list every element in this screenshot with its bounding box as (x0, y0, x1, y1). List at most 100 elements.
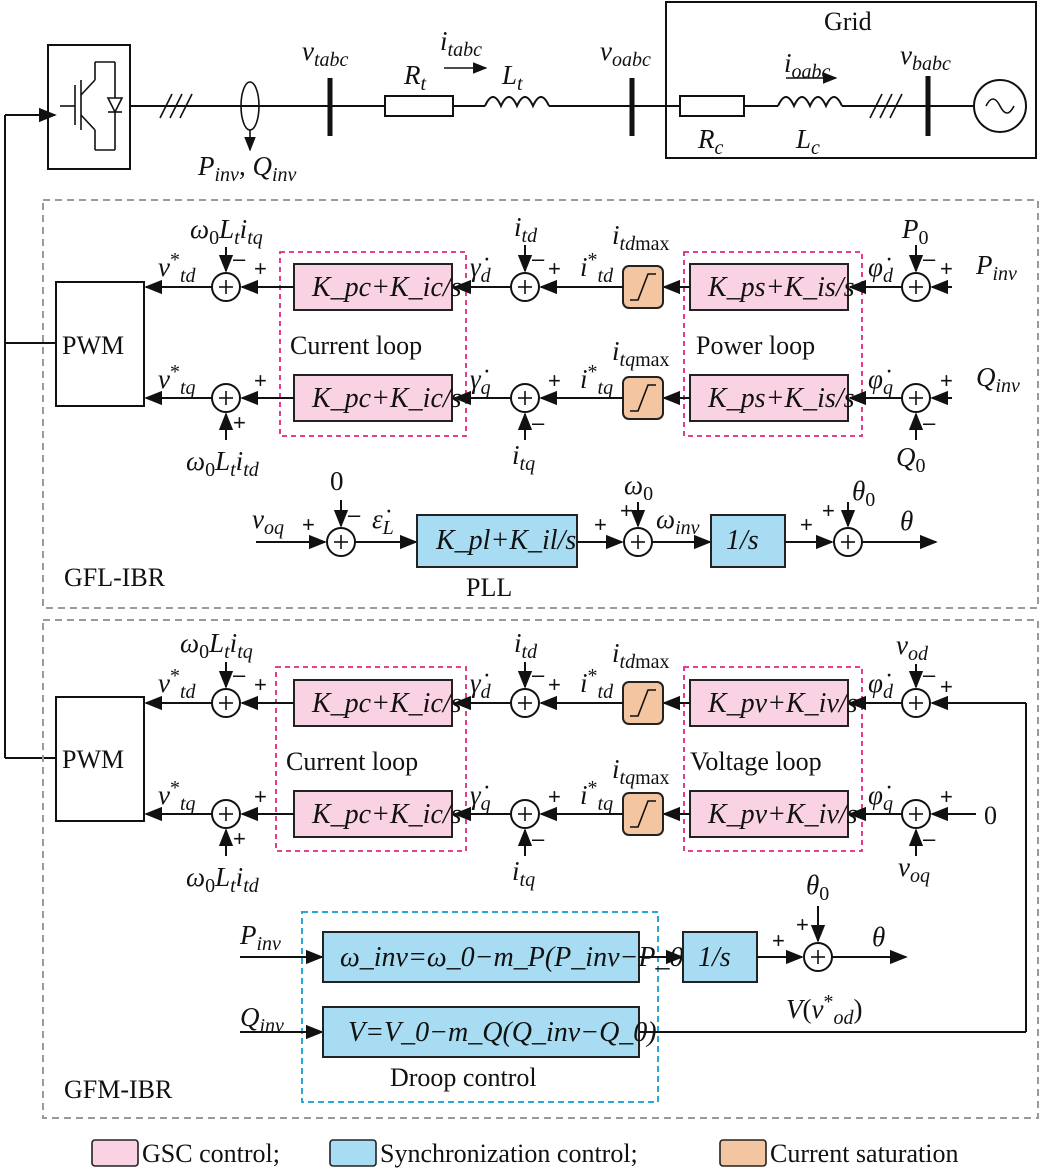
power-circuit: Pinv, Qinv vtabc Rt Lt itabc voabc Grid … (47, 1, 1037, 186)
pi-power-q-text: K_ps+K_is/s (707, 383, 855, 414)
itqmax-label: itqmax (612, 336, 670, 371)
svg-text:+: + (594, 512, 607, 537)
droop-frame (301, 911, 659, 1103)
svg-text:+: + (940, 256, 953, 281)
droop-voltage-block (322, 1006, 640, 1058)
gfl-d-channel: P0 –+ Pinv φ̇d K_ps+K_is/s itdmax i*td +… (144, 212, 1017, 311)
itd-star-label-gfm: i*td (580, 665, 614, 703)
itdmax-label: itdmax (612, 220, 670, 255)
droop-omega-text: ω_inv=ω_0−m_P(P_inv−P_0) (340, 942, 693, 973)
voq-label-gfm: voq (898, 852, 930, 887)
legend: GSC control; Synchronization control; Cu… (91, 1139, 958, 1168)
pwm-block-gfl (55, 281, 145, 407)
svg-text:–: – (532, 662, 545, 687)
svg-text:+: + (548, 256, 561, 281)
gamma-q-label: γ̇q (470, 364, 491, 399)
svg-text:–: – (923, 826, 936, 851)
igbt-icon (60, 61, 124, 151)
svg-text:+: + (940, 784, 953, 809)
pll-label: PLL (466, 573, 512, 602)
legend-swatch-sync (329, 1139, 377, 1167)
svg-text:+: + (254, 672, 267, 697)
gfm-d-channel: vod –+ φ̇d K_pv+K_iv/s itdmax i*td + itd… (144, 628, 1027, 1032)
svg-text:–: – (233, 662, 246, 687)
vod-label: vod (896, 630, 929, 665)
svg-text:–: – (233, 246, 246, 271)
w0-lt-itq-label-gfm: ω0Ltitq (180, 628, 253, 663)
power-loop-label: Power loop (696, 331, 815, 360)
q-inv-input-label: Qinv (976, 362, 1020, 397)
epsilon-l-label: ε̇L (372, 504, 394, 539)
svg-text:+: + (254, 256, 267, 281)
voltage-q-zero-ref: 0 (984, 801, 997, 830)
w0-lt-itq-label: ω0Ltitq (190, 214, 263, 249)
vtq-star-label-gfm: v*tq (158, 777, 196, 815)
svg-text:+: + (254, 368, 267, 393)
v-vod-star-label: V(v*od) (786, 991, 862, 1029)
w0-lt-itd-label: ω0Ltitd (186, 446, 260, 481)
omega0-label-pll: ω0 (624, 470, 653, 505)
pi-current-q-text: K_pc+K_ic/s (311, 383, 462, 414)
svg-text:+: + (254, 784, 267, 809)
pwm-block-gfm (55, 696, 145, 822)
gamma-q-label-gfm: γ̇q (470, 780, 491, 815)
legend-swatch-gsc (91, 1139, 139, 1167)
pi-voltage-d (689, 679, 849, 727)
gfm-q-channel: 0 voq –+ φ̇q K_pv+K_iv/s itqmax i*tq + i… (144, 754, 997, 897)
gfl-ibr-frame (42, 199, 1039, 609)
droop-control: Pinv ω_inv=ω_0−m_P(P_inv−P_0) 1/s + θ0 +… (239, 870, 1026, 1103)
pi-current-q (293, 374, 453, 422)
svg-text:–: – (923, 662, 936, 687)
three-phase-mark-2 (869, 93, 903, 119)
l-c-label: Lc (795, 124, 820, 159)
itqmax-label-gfm: itqmax (612, 754, 670, 789)
itq-star-label-gfm: i*tq (580, 777, 613, 815)
itq-feedback-label: itq (512, 440, 535, 475)
p-inv-droop-label: Pinv (239, 920, 281, 955)
theta0-label-gfm: θ0 (806, 870, 829, 905)
pi-current-d-text: K_pc+K_ic/s (311, 272, 462, 303)
v-tabc-label: vtabc (302, 36, 349, 71)
itd-star-label: i*td (580, 249, 614, 287)
pll-chain: voq + 0 – ε̇L K_pl+K_il/s + ω0 + ωinv 1/… (252, 466, 938, 602)
inductor-lc (777, 96, 843, 109)
svg-text:+: + (940, 674, 953, 699)
theta0-label-pll: θ0 (852, 476, 875, 511)
v-babc-label: vbabc (900, 40, 951, 75)
resistor-rc (679, 95, 745, 117)
svg-text:+: + (772, 928, 785, 953)
pwm-feedback-wiring (4, 107, 57, 759)
pi-pll-text: K_pl+K_il/s (435, 525, 576, 556)
theta-out-gfl: θ (900, 506, 913, 536)
vtq-star-label: v*tq (158, 361, 196, 399)
svg-text:–: – (923, 410, 936, 435)
vtd-star-label-gfm: v*td (158, 665, 197, 703)
svg-text:+: + (548, 368, 561, 393)
itdmax-label-gfm: itdmax (612, 638, 670, 673)
svg-text:+: + (822, 498, 835, 523)
pi-current-d (293, 263, 453, 311)
itd-feedback-label: itd (514, 212, 538, 247)
p-inv-input-label: Pinv (975, 250, 1017, 285)
pi-current-d-gfm (293, 679, 453, 727)
current-loop-frame-gfl (279, 251, 467, 437)
gamma-d-label-gfm: γ̇d (470, 668, 492, 703)
svg-text:+: + (302, 512, 315, 537)
itd-feedback-label-gfm: itd (514, 628, 538, 663)
svg-text:–: – (348, 502, 361, 527)
pi-current-q-gfm (293, 790, 453, 838)
v-oabc-label: voabc (600, 36, 651, 71)
droop-omega-block (322, 931, 640, 983)
omega-inv-label: ωinv (656, 504, 700, 539)
pi-voltage-q-text: K_pv+K_iv/s (707, 799, 858, 830)
phi-q-label-gfm: φ̇q (868, 780, 893, 815)
svg-text:+: + (233, 410, 246, 435)
grid-box (665, 1, 1037, 159)
pwm-label-gfm: PWM (62, 745, 124, 774)
pi-voltage-q (689, 790, 849, 838)
gfm-ibr-frame (42, 619, 1039, 1119)
integrator-pll (710, 514, 786, 568)
theta-out-gfm: θ (872, 922, 885, 952)
gfl-q-channel: Q0 –+ Qinv φ̇q K_ps+K_is/s itqmax i*tq +… (144, 336, 1020, 481)
grid-label: Grid (824, 7, 872, 36)
